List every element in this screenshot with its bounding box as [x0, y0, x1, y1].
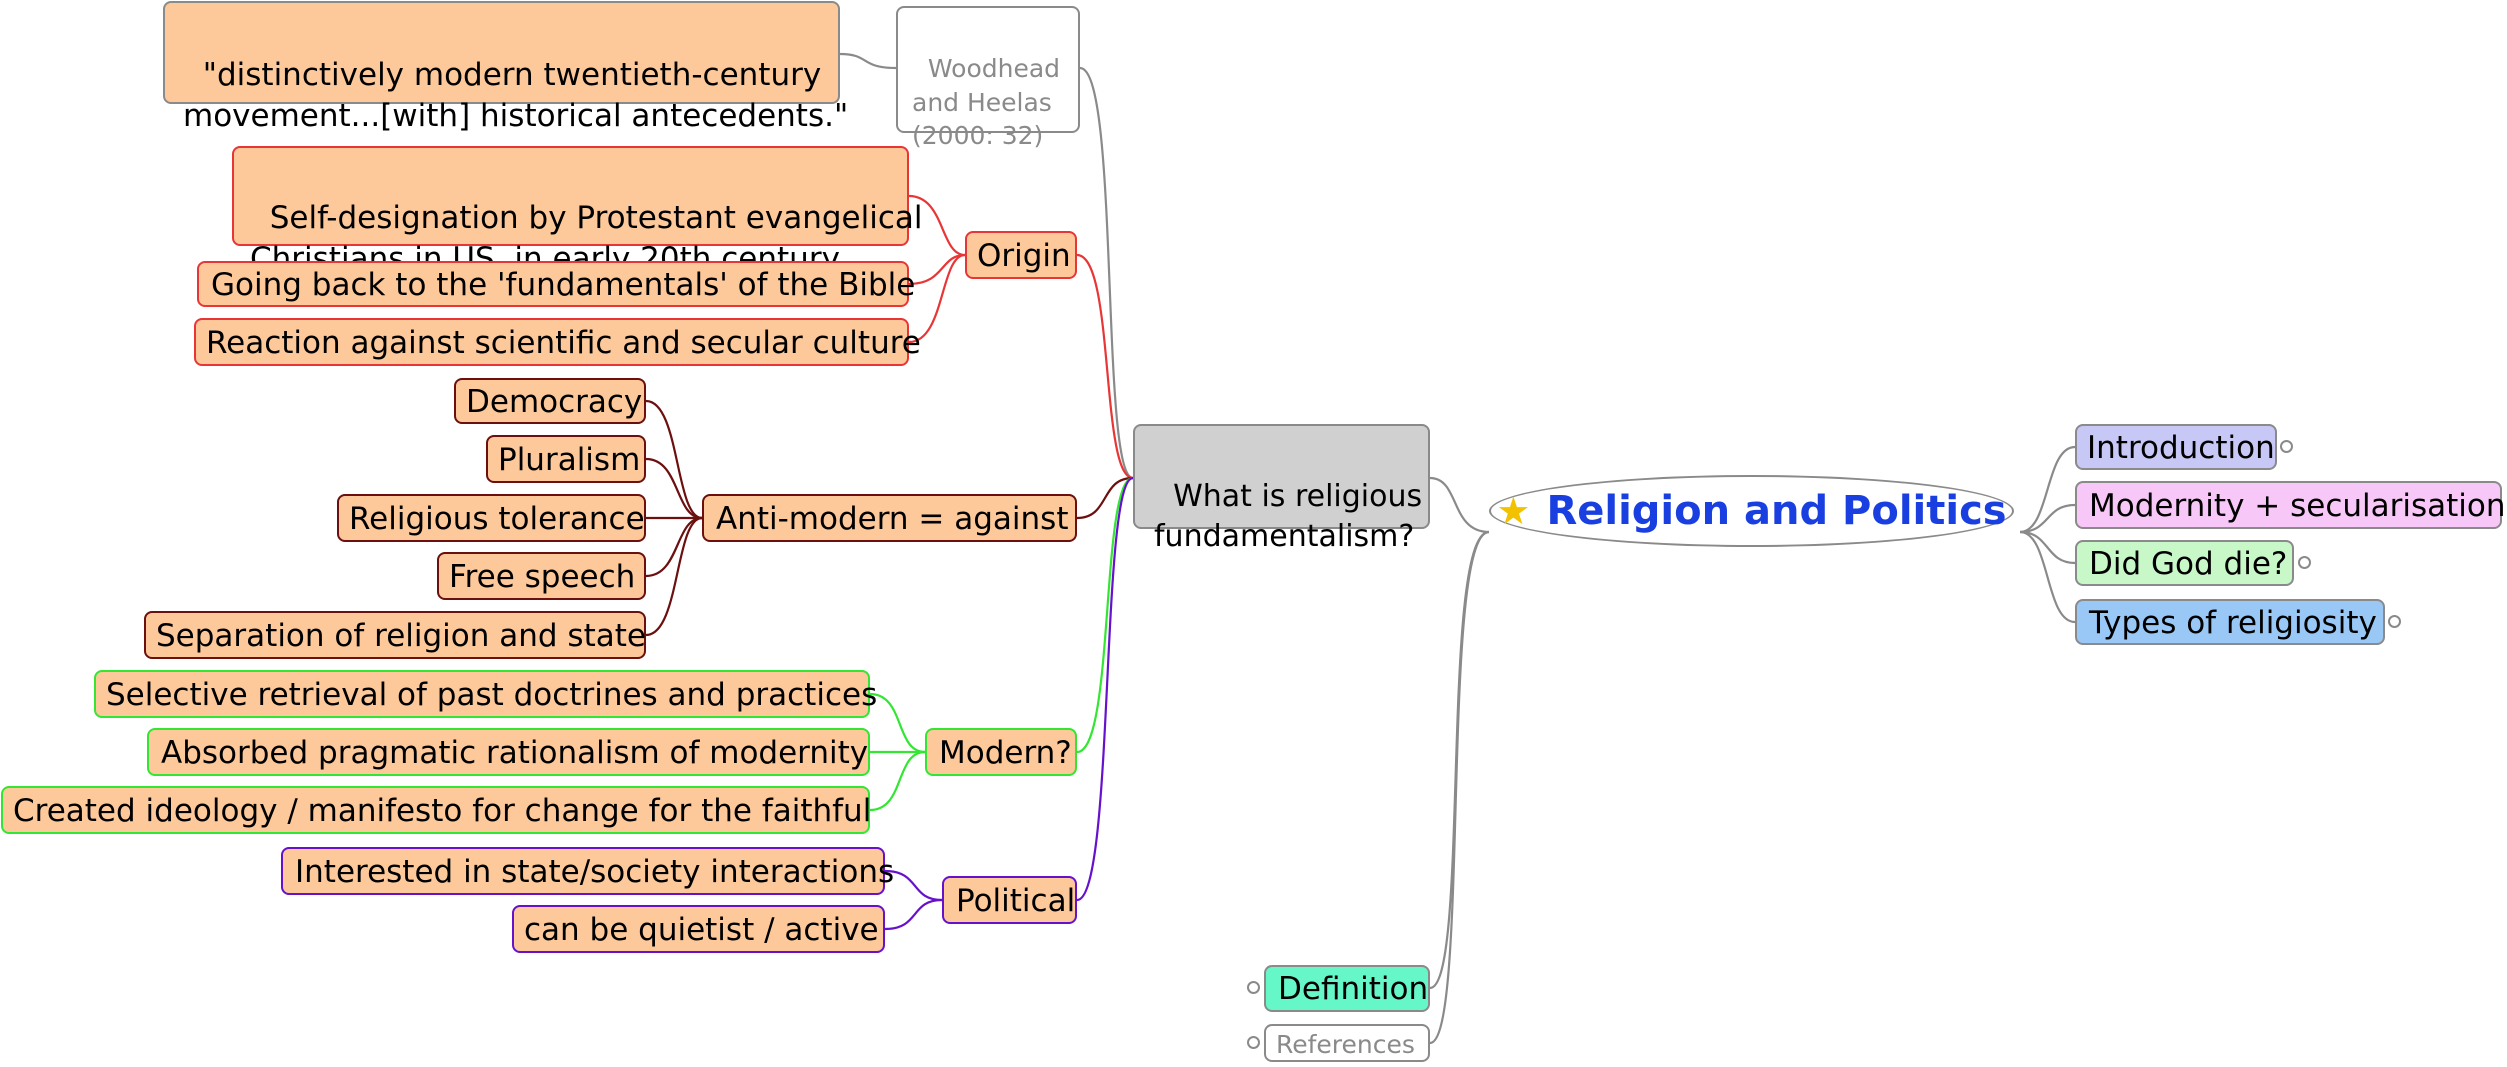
link-origin-2 — [908, 253, 966, 286]
anti-modern-item-2[interactable]: Pluralism — [486, 435, 646, 483]
link-root-did-god-die — [2019, 530, 2076, 565]
link-fund-modern — [1076, 476, 1134, 754]
origin-item-3-text: Reaction against scientific and secular … — [206, 325, 921, 361]
link-anti-1 — [645, 399, 703, 520]
anti-modern-item-4-text: Free speech — [449, 559, 636, 595]
link-anti-4 — [645, 516, 703, 578]
anti-modern-item-3-text: Religious tolerance — [349, 501, 645, 537]
link-fund-anti-modern — [1076, 476, 1134, 520]
anti-modern-item-5-text: Separation of religion and state — [156, 618, 646, 654]
topic-introduction[interactable]: Introduction — [2075, 424, 2277, 470]
link-political-2 — [884, 898, 943, 931]
branch-anti-modern[interactable]: Anti-modern = against — [702, 494, 1077, 542]
branch-political[interactable]: Political — [942, 876, 1077, 924]
modern-item-3[interactable]: Created ideology / manifesto for change … — [1, 786, 872, 834]
political-item-2[interactable]: can be quietist / active — [512, 905, 885, 953]
link-origin-1 — [908, 194, 966, 257]
modern-item-2[interactable]: Absorbed pragmatic rationalism of modern… — [147, 728, 870, 776]
anti-modern-item-4[interactable]: Free speech — [437, 552, 646, 600]
link-fund-origin — [1076, 253, 1134, 480]
origin-item-2[interactable]: Going back to the 'fundamentals' of the … — [197, 261, 915, 307]
branch-origin[interactable]: Origin — [965, 231, 1077, 279]
branch-origin-label: Origin — [977, 238, 1071, 274]
topic-modernity-label: Modernity + secularisation — [2089, 488, 2506, 524]
branch-anti-modern-label: Anti-modern = against — [716, 501, 1069, 537]
root-topic[interactable]: ★ Religion and Politics — [1489, 475, 2014, 547]
political-item-1[interactable]: Interested in state/society interactions — [281, 847, 894, 895]
origin-item-2-text: Going back to the 'fundamentals' of the … — [211, 267, 916, 303]
topic-types-of-religiosity[interactable]: Types of religiosity — [2075, 599, 2385, 645]
branch-modern-label: Modern? — [939, 735, 1072, 771]
origin-item-3[interactable]: Reaction against scientific and secular … — [194, 318, 921, 366]
link-modern-1 — [869, 692, 926, 754]
link-root-definition — [1429, 530, 1490, 990]
link-anti-5 — [645, 516, 703, 637]
link-fund-political — [1076, 476, 1134, 902]
topic-did-god-die-label: Did God die? — [2089, 546, 2288, 582]
modern-item-2-text: Absorbed pragmatic rationalism of modern… — [161, 735, 869, 771]
modern-item-1[interactable]: Selective retrieval of past doctrines an… — [94, 670, 877, 718]
modern-item-3-text: Created ideology / manifesto for change … — [13, 793, 872, 829]
topic-did-god-die[interactable]: Did God die? — [2075, 540, 2294, 586]
link-root-introduction — [2019, 445, 2076, 534]
political-item-1-text: Interested in state/society interactions — [295, 854, 895, 890]
branch-modern[interactable]: Modern? — [925, 728, 1077, 776]
link-anti-2 — [645, 457, 703, 520]
star-icon: ★ — [1496, 489, 1531, 533]
collapse-knob-types[interactable] — [2388, 615, 2401, 628]
link-root-types — [2019, 530, 2076, 624]
anti-modern-item-2-text: Pluralism — [498, 442, 641, 478]
anti-modern-item-1[interactable]: Democracy — [454, 378, 646, 424]
anti-modern-item-3[interactable]: Religious tolerance — [337, 494, 646, 542]
topic-what-is-fundamentalism[interactable]: What is religious fundamentalism? — [1133, 424, 1430, 554]
topic-fundamentalism-label: What is religious fundamentalism? — [1154, 478, 1423, 555]
topic-definition-label: Definition — [1278, 971, 1429, 1007]
branch-political-label: Political — [956, 883, 1076, 919]
link-origin-3 — [908, 253, 966, 344]
topic-definition[interactable]: Definition — [1264, 965, 1430, 1012]
link-fund-woodhead — [1079, 66, 1134, 480]
modern-item-1-text: Selective retrieval of past doctrines an… — [106, 677, 878, 713]
topic-references-label: References — [1276, 1030, 1415, 1059]
topic-types-label: Types of religiosity — [2089, 605, 2377, 641]
collapse-knob-references[interactable] — [1247, 1036, 1260, 1049]
topic-introduction-label: Introduction — [2087, 430, 2275, 466]
link-political-1 — [884, 869, 943, 902]
topic-references[interactable]: References — [1264, 1024, 1430, 1062]
topic-modernity-secularisation[interactable]: Modernity + secularisation — [2075, 481, 2506, 529]
root-title: Religion and Politics — [1546, 488, 2007, 534]
citation-source[interactable]: Woodhead and Heelas (2000: 32) — [896, 6, 1080, 150]
citation-quote-text: "distinctively modern twentieth-century … — [183, 57, 849, 134]
collapse-knob-definition[interactable] — [1247, 981, 1260, 994]
anti-modern-item-1-text: Democracy — [466, 384, 643, 420]
link-root-fundamentalism — [1429, 476, 1490, 534]
link-root-references — [1429, 530, 1490, 1045]
anti-modern-item-5[interactable]: Separation of religion and state — [144, 611, 646, 659]
collapse-knob-did-god-die[interactable] — [2298, 556, 2311, 569]
political-item-2-text: can be quietist / active — [524, 912, 879, 948]
link-root-modernity — [2019, 503, 2076, 534]
origin-item-1[interactable]: Self-designation by Protestant evangelic… — [232, 146, 923, 277]
citation-quote[interactable]: "distinctively modern twentieth-century … — [163, 1, 848, 134]
collapse-knob-introduction[interactable] — [2280, 440, 2293, 453]
link-modern-3 — [869, 750, 926, 812]
citation-source-label: Woodhead and Heelas (2000: 32) — [912, 53, 1061, 151]
link-woodhead-quote — [839, 52, 897, 70]
